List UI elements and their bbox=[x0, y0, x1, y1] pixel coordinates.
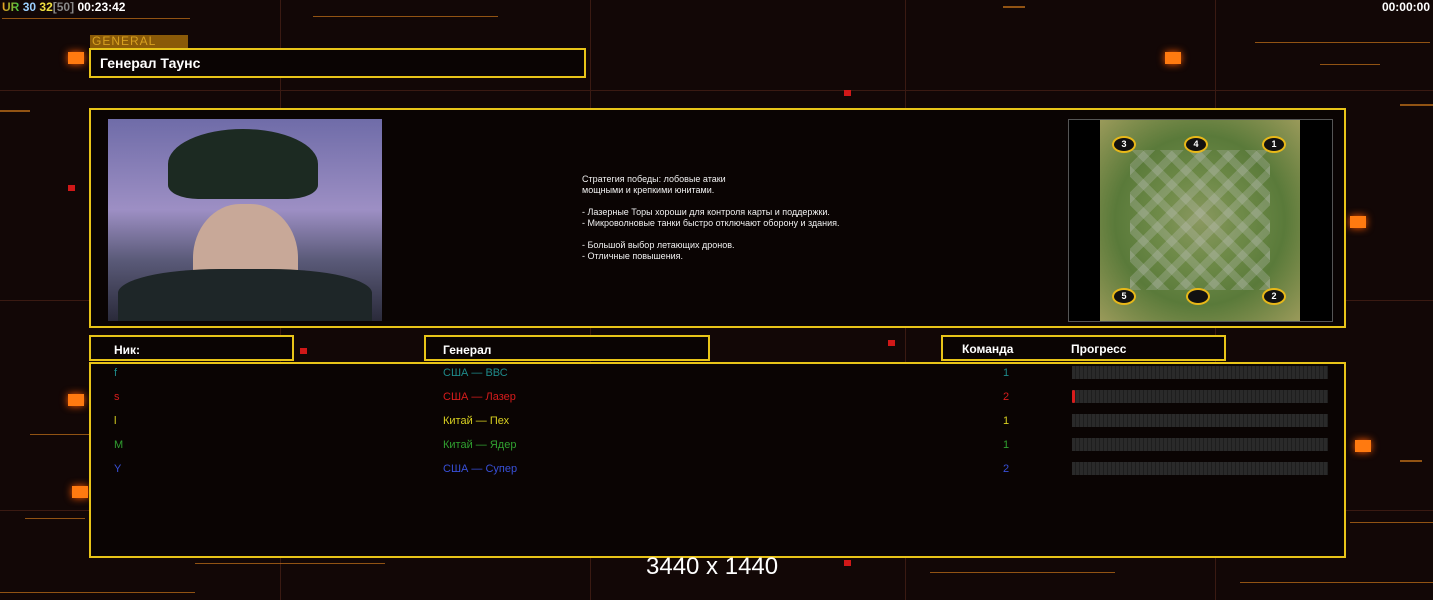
desc-line: мощными и крепкими юнитами. bbox=[582, 185, 715, 195]
resolution-label: 3440 x 1440 bbox=[646, 553, 779, 580]
header-general-label: Генерал bbox=[443, 343, 492, 357]
header-general: Генерал bbox=[424, 335, 710, 361]
player-team: 2 bbox=[1003, 463, 1010, 475]
general-info-panel: Стратегия победы: лобовые атаки мощными … bbox=[89, 108, 1346, 328]
desc-line: - Микроволновые танки быстро отключают о… bbox=[582, 218, 840, 228]
desc-line: Стратегия победы: лобовые атаки bbox=[582, 174, 726, 184]
progress-fill bbox=[1072, 390, 1075, 403]
header-progress-label: Прогресс bbox=[1071, 342, 1127, 356]
player-general: США — Лазер bbox=[443, 391, 516, 403]
header-team-label: Команда bbox=[962, 342, 1014, 356]
start-marker: 1 bbox=[1262, 136, 1286, 153]
player-nick: f bbox=[114, 367, 118, 379]
game-time: 00:23:42 bbox=[77, 0, 126, 14]
desc-line: - Лазерные Торы хороши для контроля карт… bbox=[582, 207, 830, 217]
fps-value-2: 32 bbox=[39, 0, 53, 14]
general-tag: GENERAL bbox=[90, 35, 188, 48]
general-name-box: Генерал Таунс bbox=[89, 48, 586, 78]
map-image: 3 4 1 5 2 bbox=[1100, 120, 1300, 321]
player-general: США — ВВС bbox=[443, 367, 508, 379]
header-nick: Ник: bbox=[89, 335, 294, 361]
player-general: США — Супер bbox=[443, 463, 518, 475]
desc-line: - Большой выбор летающих дронов. bbox=[582, 240, 735, 250]
start-marker bbox=[1186, 288, 1210, 305]
player-general: Китай — Ядер bbox=[443, 439, 517, 451]
player-nick: Y bbox=[114, 463, 122, 475]
header-team-progress: Команда Прогресс bbox=[941, 335, 1226, 361]
player-team: 1 bbox=[1003, 367, 1010, 379]
player-team: 1 bbox=[1003, 415, 1010, 427]
player-nick: M bbox=[114, 439, 124, 451]
perf-readout: UR 30 32[50] 00:23:42 bbox=[2, 0, 125, 14]
header-nick-label: Ник: bbox=[114, 343, 141, 357]
player-general: Китай — Пех bbox=[443, 415, 510, 427]
player-row: f США — ВВС 1 bbox=[92, 363, 1342, 387]
start-marker: 5 bbox=[1112, 288, 1136, 305]
ur-label: UR bbox=[2, 0, 20, 14]
start-marker: 4 bbox=[1184, 136, 1208, 153]
progress-bar bbox=[1072, 462, 1328, 475]
fps-value: 30 bbox=[22, 0, 37, 14]
progress-bar bbox=[1072, 390, 1328, 403]
fps-cap: [50] bbox=[52, 0, 75, 14]
strategy-description: Стратегия победы: лобовые атаки мощными … bbox=[582, 174, 840, 262]
player-nick: l bbox=[114, 415, 117, 427]
map-preview[interactable]: 3 4 1 5 2 bbox=[1068, 119, 1333, 322]
general-name: Генерал Таунс bbox=[100, 55, 201, 71]
start-marker: 2 bbox=[1262, 288, 1286, 305]
desc-line: - Отличные повышения. bbox=[582, 251, 684, 261]
progress-bar bbox=[1072, 414, 1328, 427]
player-team: 2 bbox=[1003, 391, 1010, 403]
progress-bar bbox=[1072, 438, 1328, 451]
general-portrait bbox=[108, 119, 382, 321]
player-row: Y США — Супер 2 bbox=[92, 459, 1342, 483]
progress-bar bbox=[1072, 366, 1328, 379]
player-row: l Китай — Пех 1 bbox=[92, 411, 1342, 435]
start-marker: 3 bbox=[1112, 136, 1136, 153]
player-row: M Китай — Ядер 1 bbox=[92, 435, 1342, 459]
player-row: s США — Лазер 2 bbox=[92, 387, 1342, 411]
player-team: 1 bbox=[1003, 439, 1010, 451]
player-nick: s bbox=[114, 391, 120, 403]
clock: 00:00:00 bbox=[1381, 0, 1430, 14]
